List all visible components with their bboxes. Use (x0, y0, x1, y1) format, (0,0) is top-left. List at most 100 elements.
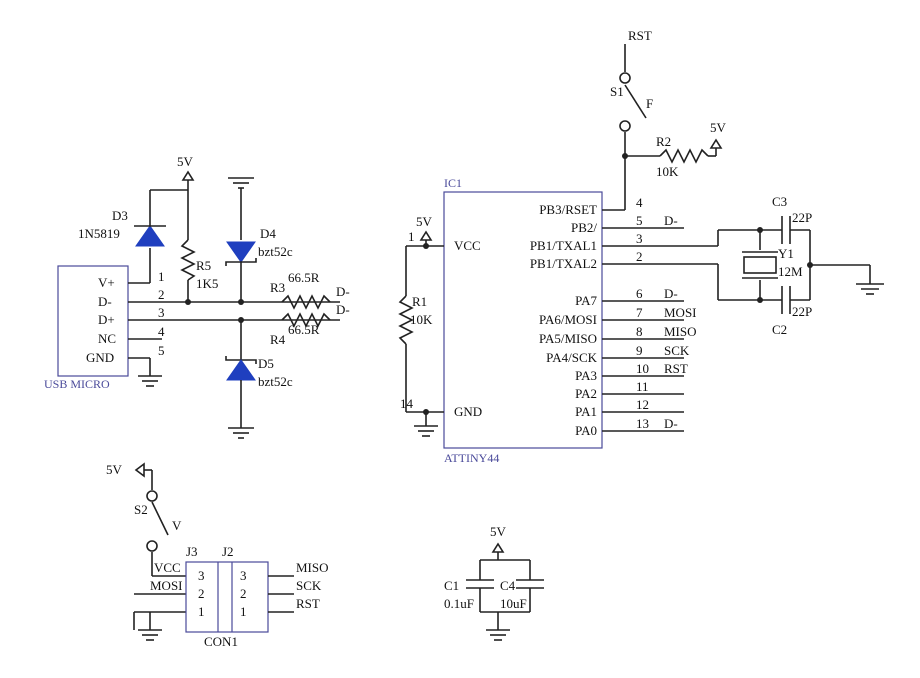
s2-switch (151, 501, 169, 536)
usb-pin-label-dminus: D- (98, 294, 112, 309)
net-rst-top: RST (628, 28, 652, 43)
ic1-pin-name: PA5/MISO (539, 331, 597, 346)
net-mosi-con: MOSI (150, 578, 183, 593)
s2-top-contact (146, 490, 158, 502)
r1-value: 10K (410, 312, 433, 327)
usb-5v-symbol: 5V (177, 154, 195, 190)
net-miso-con: MISO (296, 560, 329, 575)
ic1-pin-name: PB3/RSET (539, 202, 597, 217)
con-right-pin-1: 1 (240, 604, 247, 619)
s2-ref: S2 (134, 502, 148, 517)
ic1-pin-number: 4 (636, 195, 643, 210)
ic1-pin-net: MISO (664, 324, 697, 339)
usb-connector-name: USB MICRO (44, 377, 110, 391)
con1-ref: CON1 (204, 634, 238, 649)
c3-ref: C3 (772, 194, 787, 209)
ic1-pin-name: PA2 (575, 386, 597, 401)
con-right-pin-2: 2 (240, 586, 247, 601)
ic1-pin-net: D- (664, 286, 678, 301)
usb-pin-label-gnd: GND (86, 350, 114, 365)
r1-ref: R1 (412, 294, 427, 309)
ic-ground-symbol (414, 425, 438, 437)
usb-pin-num-4: 4 (158, 324, 165, 339)
d3-ref: D3 (112, 208, 128, 223)
ic1-pin-name: PB2/ (571, 220, 597, 235)
usb-connector: V+ D- D+ NC GND USB MICRO 1 2 3 4 5 (44, 265, 165, 391)
r3-value: 66.5R (288, 270, 320, 285)
usb-5v-label: 5V (177, 154, 194, 169)
ic1-pin-number: 3 (636, 231, 643, 246)
r2-value: 10K (656, 164, 679, 179)
y1-value: 12M (778, 264, 803, 279)
d4-diode (226, 241, 256, 263)
ic1-ref: IC1 (444, 176, 462, 190)
usb-pin-label-dplus: D+ (98, 312, 115, 327)
s2-mark: V (172, 518, 182, 533)
r3-resistor (281, 294, 331, 310)
usb-pin-label-nc: NC (98, 331, 116, 346)
usb-pin-num-2: 2 (158, 287, 165, 302)
ic1-pin-net: RST (664, 361, 688, 376)
ic1-pin-net: MOSI (664, 305, 697, 320)
r2-ref: R2 (656, 134, 671, 149)
ic1-pin-number: 10 (636, 361, 649, 376)
c4-ref: C4 (500, 578, 516, 593)
j2-ref: J2 (222, 544, 234, 559)
ic1-pin-number: 7 (636, 305, 643, 320)
d3-value: 1N5819 (78, 226, 120, 241)
ic1-pin-name: PA0 (575, 423, 597, 438)
c2-value: 22P (792, 304, 812, 319)
d3-diode (135, 225, 165, 247)
net-vcc-con: VCC (154, 560, 181, 575)
d4-ground-symbol (228, 177, 254, 189)
ic1-pin-net: SCK (664, 343, 690, 358)
r1-resistor (398, 295, 414, 345)
ic-5v-label: 5V (416, 214, 433, 229)
ic1-pin-name: PB1/TXAL1 (530, 238, 597, 253)
c1-value: 0.1uF (444, 596, 474, 611)
ic1-pin-number: 13 (636, 416, 649, 431)
net-rst-con: RST (296, 596, 320, 611)
ic1-chip: IC1 ATTINY44 VCC GND (443, 176, 603, 465)
r5-ref: R5 (196, 258, 211, 273)
r5-resistor (180, 239, 196, 281)
ic1-pin-number: 12 (636, 397, 649, 412)
c4-value: 10uF (500, 596, 527, 611)
r5-value: 1K5 (196, 276, 218, 291)
d5-value: bzt52c (258, 374, 293, 389)
usb-pin-num-3: 3 (158, 305, 165, 320)
ic1-vcc-num: 1 (408, 229, 415, 244)
c3-value: 22P (792, 210, 812, 225)
ic1-pin-name: PA3 (575, 368, 597, 383)
r2-resistor (659, 148, 709, 164)
s2-bottom-contact (146, 540, 158, 552)
y1-crystal (743, 256, 777, 274)
con-right-pin-3: 3 (240, 568, 247, 583)
net-dminus-usb: D- (336, 284, 350, 299)
ic1-pin-name: PB1/TXAL2 (530, 256, 597, 271)
r4-ref: R4 (270, 332, 286, 347)
j3-ref: J3 (186, 544, 198, 559)
c2-ref: C2 (772, 322, 787, 337)
usb-ground-symbol (138, 375, 162, 387)
con-left-pin-1: 1 (198, 604, 205, 619)
r2-5v-label: 5V (710, 120, 727, 135)
net-sck-con: SCK (296, 578, 322, 593)
ic1-pin-number: 9 (636, 343, 643, 358)
s2-5v-label: 5V (106, 462, 123, 477)
ic1-pin-number: 8 (636, 324, 643, 339)
d4-ref: D4 (260, 226, 276, 241)
ic1-pin-name: PA1 (575, 404, 597, 419)
usb-pin-num-5: 5 (158, 343, 165, 358)
cap-5v-symbol: 5V (490, 524, 507, 553)
ic1-part: ATTINY44 (444, 451, 499, 465)
usb-pin-num-1: 1 (158, 269, 165, 284)
ic1-pin-number: 11 (636, 379, 649, 394)
cap-ground-symbol (486, 629, 510, 641)
crystal-ground-symbol (856, 283, 884, 295)
ic-5v-symbol: 5V (416, 214, 433, 241)
s1-mark: F (646, 96, 653, 111)
con-left-pin-2: 2 (198, 586, 205, 601)
